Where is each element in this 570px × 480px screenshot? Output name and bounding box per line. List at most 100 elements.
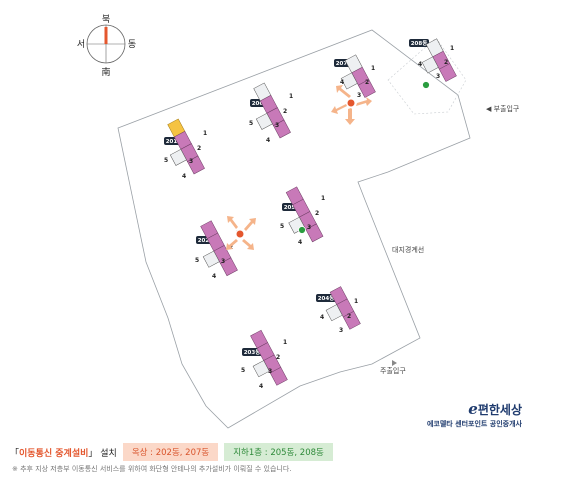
wing-201-2-label: 2 — [197, 145, 201, 152]
compass-west: 서 — [77, 39, 85, 50]
wing-207-4 — [340, 72, 358, 90]
building-207: 207동 1 2 3 4 — [331, 54, 376, 125]
site-boundary — [117, 29, 471, 429]
badge-207-text: 207동 — [336, 59, 353, 67]
brand-block: e편한세상 에코델타 센터포인트 공인중개사 — [427, 400, 522, 429]
wing-208-4-label: 4 — [418, 61, 422, 68]
wing-201-5-label: 5 — [164, 157, 168, 164]
wing-207-3 — [357, 79, 376, 98]
wing-201-1-label: 1 — [203, 130, 207, 137]
wing-205-3-label: 3 — [307, 224, 311, 231]
arrow-icon — [226, 239, 238, 250]
wing-206-4 — [273, 119, 291, 139]
wing-203-5-label: 5 — [241, 367, 245, 374]
roof-repeater-dot — [235, 229, 245, 239]
wing-206-4-label: 4 — [266, 137, 270, 144]
roof-repeater-202 — [226, 216, 256, 250]
badge-202-text: 202동 — [198, 236, 215, 244]
badge-203 — [242, 348, 262, 356]
wing-207-4-label: 4 — [340, 79, 344, 86]
wing-204-2-label: 2 — [347, 313, 351, 320]
building-208: 208동 1 2 3 4 — [409, 38, 457, 89]
wing-203-1-label: 1 — [283, 339, 287, 346]
badge-204 — [316, 294, 336, 302]
arrow-icon — [331, 104, 347, 114]
wing-202-5 — [202, 250, 220, 268]
wing-208-3 — [438, 63, 457, 82]
badge-208-text: 208동 — [411, 39, 428, 47]
building-204: 204동 1 2 3 4 — [316, 286, 361, 334]
legend-title: 「이동통신 중계설비」 설치 — [10, 446, 117, 459]
wing-205-4-label: 4 — [298, 239, 302, 246]
wing-201-3-label: 3 — [189, 158, 193, 165]
arrow-icon — [242, 239, 254, 250]
wing-203-3-label: 3 — [268, 368, 272, 375]
wing-206-5 — [255, 112, 273, 130]
badge-206-text: 206동 — [252, 99, 269, 107]
wing-201-4-label: 4 — [182, 173, 186, 180]
legend-highlight: 이동통신 중계설비 — [19, 448, 89, 459]
wing-204-3 — [342, 310, 361, 330]
badge-204-text: 204동 — [318, 294, 335, 302]
wing-208-2-label: 2 — [444, 59, 448, 66]
compass: 북 南 서 동 — [77, 14, 136, 78]
wing-204-4-label: 4 — [320, 314, 324, 321]
building-206: 206동 1 2 3 4 5 — [249, 82, 293, 144]
arrow-icon — [345, 108, 355, 125]
wing-202-5-label: 5 — [195, 257, 199, 264]
wing-207-3-label: 3 — [357, 92, 361, 99]
building-202: 202동 1 2 3 4 5 — [195, 216, 256, 280]
north-gate-label: ◀ 부출입구 — [486, 104, 520, 113]
legend-bracket-close: 」 설치 — [88, 448, 117, 459]
arrow-icon — [356, 97, 372, 106]
wing-206-1-label: 1 — [289, 93, 293, 100]
wing-205-1-label: 1 — [321, 195, 325, 202]
wing-204-3-label: 3 — [339, 327, 343, 334]
boundary-label: 대지경계선 — [392, 245, 424, 254]
badge-203-text: 203동 — [244, 348, 261, 356]
wing-207-1-label: 1 — [371, 65, 375, 72]
basement-repeater-208 — [422, 81, 430, 89]
wing-203-5 — [252, 360, 270, 378]
main-gate-arrow-icon — [392, 360, 397, 366]
compass-south: 南 — [101, 66, 110, 78]
arrow-icon — [336, 85, 351, 98]
legend-roof-chip: 옥상 : 202동, 207동 — [122, 443, 219, 461]
basement-repeater-205 — [298, 226, 306, 234]
wing-205-2-label: 2 — [315, 210, 319, 217]
wing-206-3-label: 3 — [275, 122, 279, 129]
wing-205-4 — [305, 223, 324, 243]
wing-202-4-label: 4 — [212, 273, 216, 280]
compass-east: 동 — [128, 39, 136, 50]
building-205: 205동 1 2 3 4 5 — [280, 186, 325, 246]
brand-logo-e: e — [468, 400, 478, 418]
badge-201-text: 201동 — [166, 137, 183, 145]
arrow-icon — [244, 218, 256, 231]
brand-logo: e편한세상 — [427, 400, 522, 418]
compass-needle — [104, 27, 108, 44]
wing-203-4-label: 4 — [259, 383, 263, 390]
main-gate-label: 주출입구 — [380, 366, 406, 375]
wing-207-2-label: 2 — [365, 79, 369, 86]
legend-basement-chip: 지하1층 : 205동, 208동 — [224, 443, 333, 461]
wing-202-4 — [220, 257, 238, 277]
wing-206-5-label: 5 — [249, 120, 253, 127]
roof-repeater-207 — [331, 85, 372, 125]
legend-bracket-open: 「 — [10, 448, 20, 459]
building-201: 201동 1 2 3 4 5 — [164, 118, 207, 180]
wing-203-2-label: 2 — [276, 354, 280, 361]
badge-205-text: 205동 — [284, 203, 301, 211]
wing-203-4 — [269, 366, 288, 386]
wing-208-1-label: 1 — [450, 45, 454, 52]
wing-201-4 — [187, 155, 205, 175]
wing-208-3-label: 3 — [436, 73, 440, 80]
footnote: ※ 추후 지상 저층부 이동통신 서비스를 위하여 화단형 안테나의 추가설비가… — [12, 465, 292, 473]
wing-204-1-label: 1 — [354, 298, 358, 305]
wing-205-5-label: 5 — [280, 223, 284, 230]
arrow-icon — [227, 216, 238, 229]
wing-202-3-label: 3 — [221, 258, 225, 265]
brand-logo-text: 편한세상 — [477, 403, 522, 417]
wing-204-4 — [325, 304, 343, 322]
badge-208 — [409, 39, 429, 47]
